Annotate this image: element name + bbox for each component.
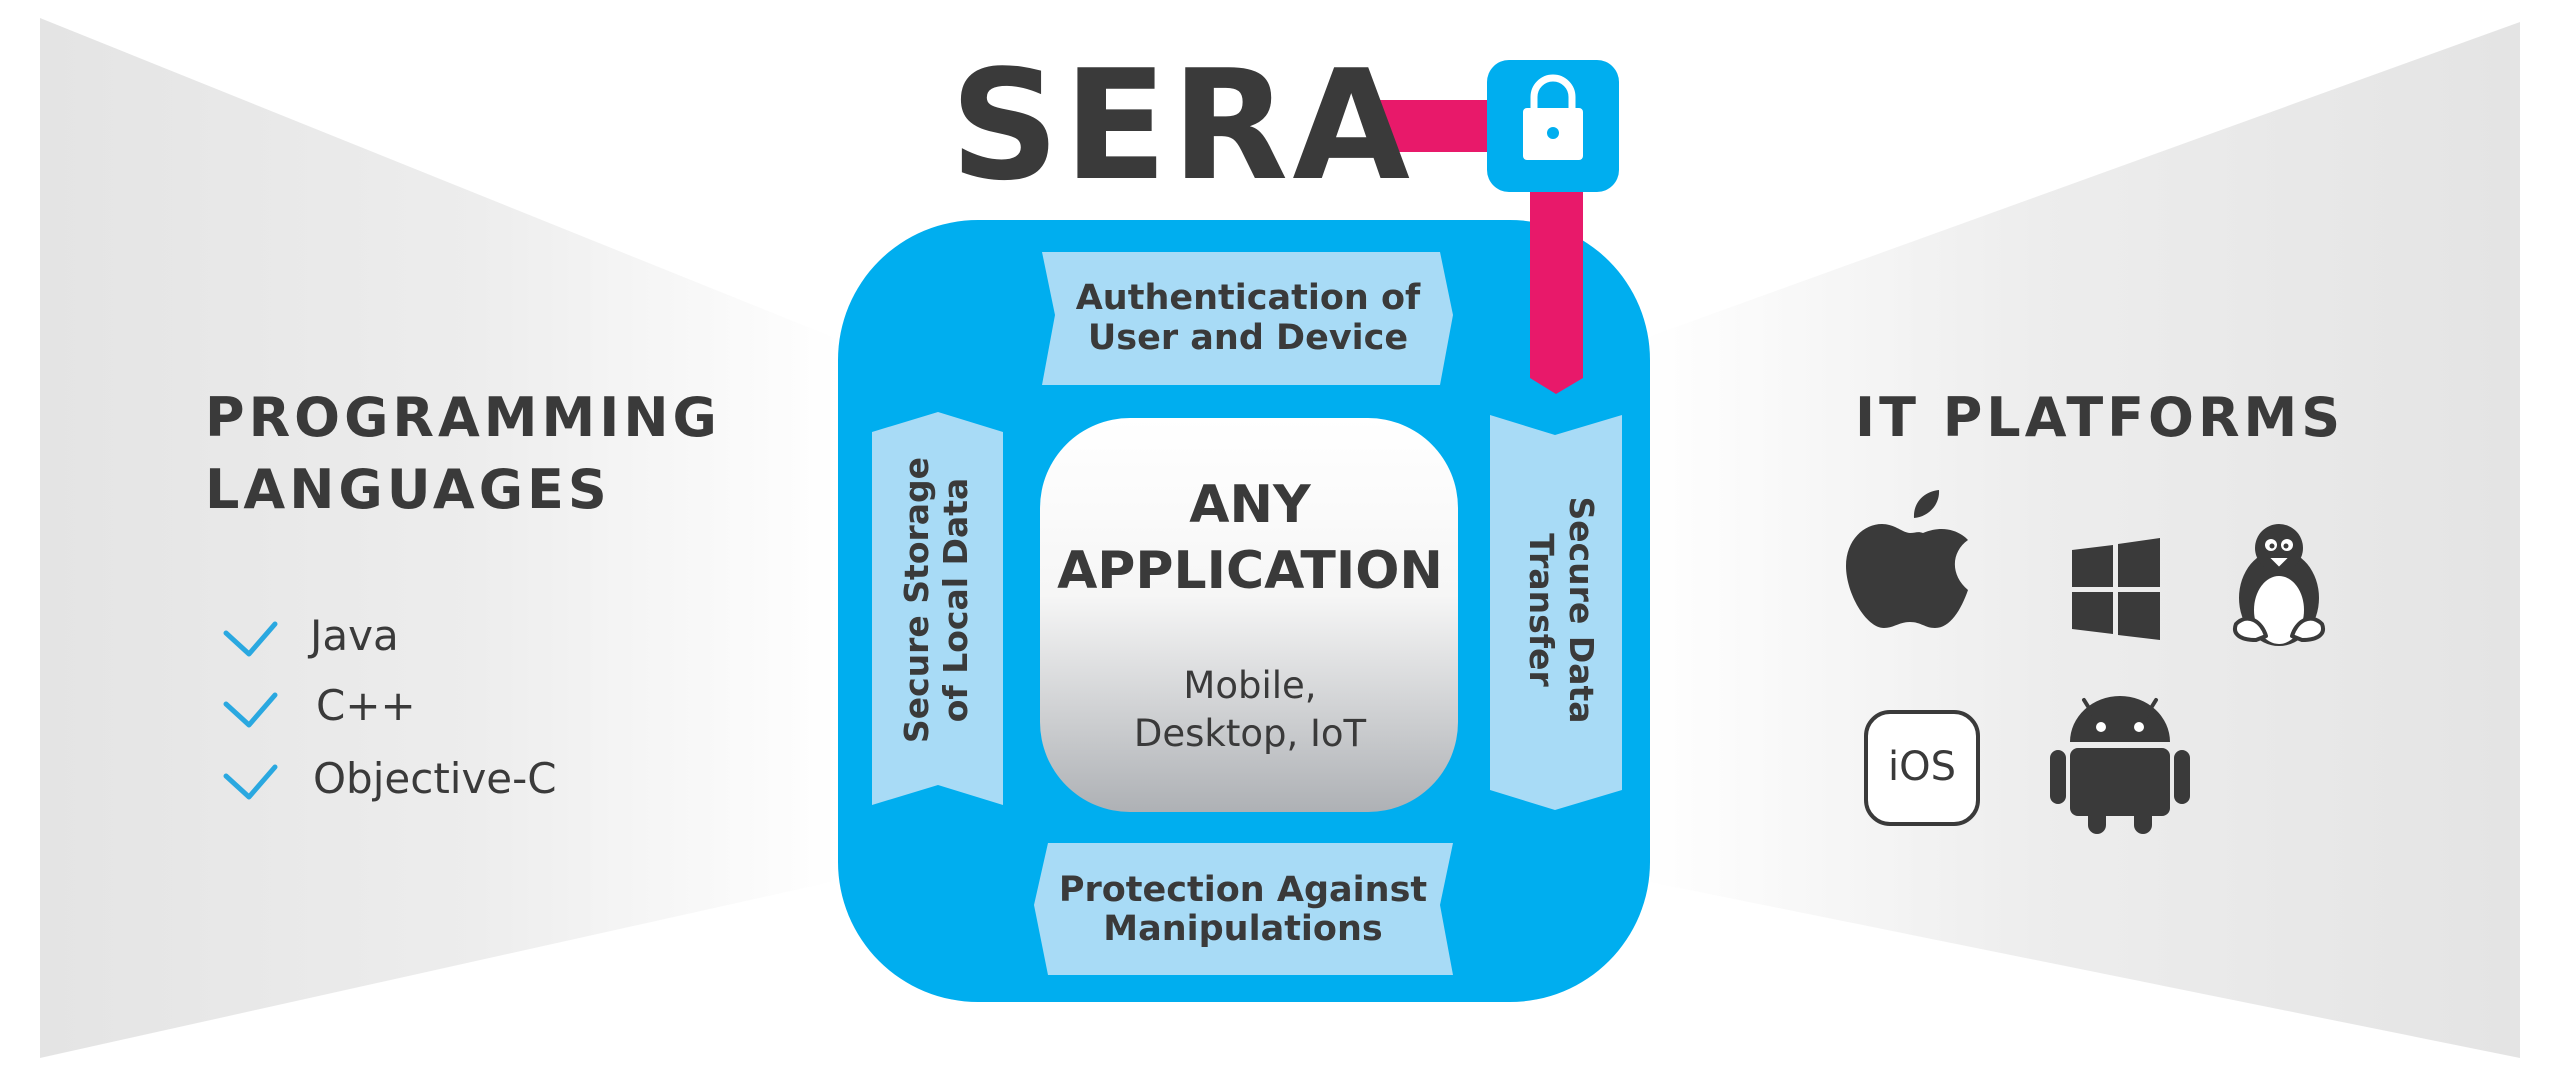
language-label: C++ [316,681,416,730]
application-sub-line1: Mobile, [1183,664,1316,707]
language-label: Java [307,611,399,660]
right-banner-line1: Secure Data [1562,496,1601,723]
left-heading-line1: PROGRAMMING [205,386,721,449]
check-icon [223,764,278,800]
language-label: Objective-C [313,754,557,803]
top-banner-line1: Authentication of [1076,278,1421,318]
left-heading-line2: LANGUAGES [205,458,611,521]
check-icon [223,692,278,728]
lock-strap-horizontal [1358,100,1500,152]
application-title-line1: ANY [1189,475,1312,535]
language-item: C++ [223,681,416,730]
ios-badge-label: iOS [1888,744,1956,790]
right-banner: Secure Data Transfer [1490,415,1622,810]
left-side-panel [40,18,840,1058]
lock-strap-vertical [1530,180,1583,394]
right-side-panel [1640,22,2520,1058]
bottom-banner-line2: Manipulations [1103,909,1382,949]
linux-tux-icon [2233,524,2325,646]
ios-badge-icon: iOS [1864,710,1980,826]
language-item: Java [223,611,399,660]
android-icon [2050,696,2190,834]
bottom-banner: Protection Against Manipulations [1034,843,1453,975]
right-banner-line2: Transfer [1522,533,1561,687]
apple-icon [1846,490,1968,628]
application-sub-line2: Desktop, IoT [1134,712,1367,755]
language-item: Objective-C [223,754,557,803]
check-icon [223,621,278,657]
application-box: ANY APPLICATION Mobile, Desktop, IoT [1040,418,1458,812]
left-banner: Secure Storage of Local Data [872,412,1003,805]
top-banner-line2: User and Device [1088,318,1408,358]
right-heading: IT PLATFORMS [1855,386,2344,449]
windows-icon [2072,538,2160,640]
top-banner: Authentication of User and Device [1042,252,1453,385]
left-banner-line2: of Local Data [936,478,975,723]
left-banner-line1: Secure Storage [897,457,936,743]
sera-title: SERA [950,37,1414,214]
application-title-line2: APPLICATION [1057,541,1443,601]
padlock-icon [1487,60,1619,192]
bottom-banner-line1: Protection Against [1059,870,1427,910]
